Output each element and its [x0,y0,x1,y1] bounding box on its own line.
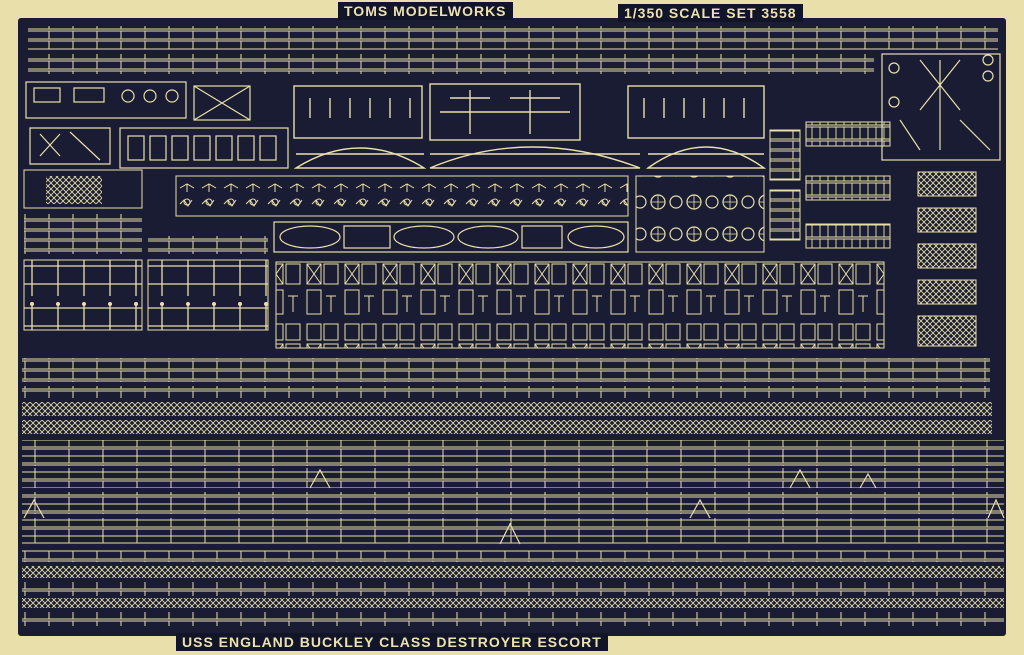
triangle-braces [23,468,1005,545]
door-hatch-set [275,261,885,349]
ladder-set [769,121,891,249]
long-rail-8 [22,582,1004,596]
long-rail-5 [22,492,1004,514]
maker-label: TOMS MODELWORKS [338,2,513,20]
long-mesh-4 [22,598,1004,608]
clip-parts-row [176,176,628,216]
center-short-rail [148,236,268,254]
clip-parts-frame [175,175,629,217]
center-stanchion-set [147,259,269,331]
scale-set-label: 1/350 SCALE SET 3558 [618,4,803,22]
ship-title-label: USS ENGLAND BUCKLEY CLASS DESTROYER ESCO… [176,633,608,651]
long-mesh-1 [22,402,992,416]
small-fittings-group [25,81,289,169]
long-rail-1 [22,358,990,382]
top-rail-strip [28,26,998,50]
left-stanchion-set [23,259,143,331]
long-rail-4 [22,468,1004,488]
long-rail-2 [22,386,990,398]
right-bracket-parts [881,53,1001,161]
right-mesh-column [917,171,977,347]
hood-and-arch-group [293,83,767,169]
long-rail-9 [22,612,1004,626]
long-mesh-3 [22,566,1004,578]
left-short-rail [24,214,142,254]
second-rail-strip [28,54,874,74]
long-rail-7 [22,550,1004,562]
left-mesh-panel [46,176,102,204]
handwheel-set [635,175,765,253]
boat-parts-row [273,221,629,253]
long-mesh-2 [22,420,992,434]
long-rail-3 [22,440,1004,466]
